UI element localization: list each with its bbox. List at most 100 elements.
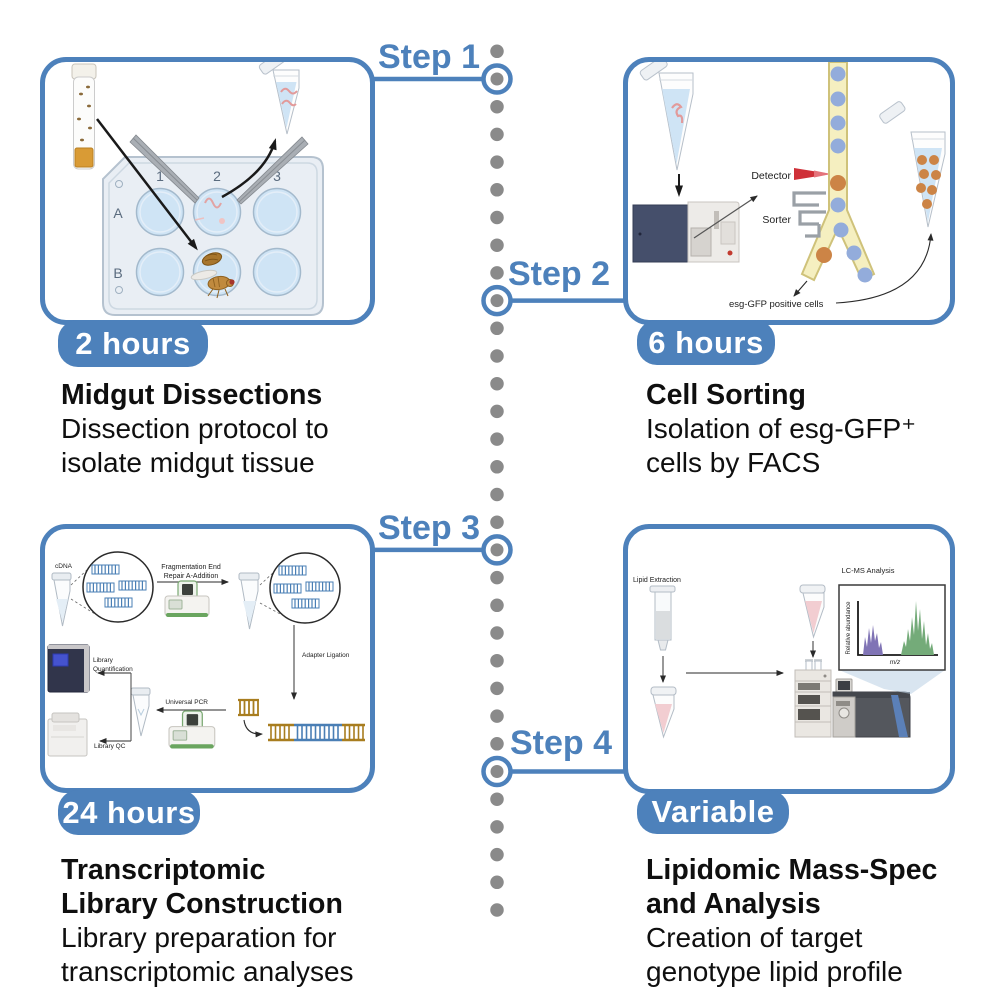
bracket-lines [97, 670, 132, 744]
card-title-line: Lipidomic Mass-Spec [646, 854, 938, 886]
plate-row-label: B [113, 265, 122, 281]
step-1-duration-badge: 2 hours [58, 320, 208, 367]
curve-adapter-to-dna-icon [243, 719, 263, 738]
sorter-electrodes-icon [792, 191, 826, 238]
card-title-line: Midgut Dissections [61, 379, 323, 411]
chart-callout-icon [839, 670, 945, 694]
sample-tube-pink-icon [799, 584, 826, 639]
library-quantification-label: Quantification [93, 666, 133, 673]
midgut-tissue-in-well-icon [194, 197, 225, 224]
library-construction-illustration: cDNA Fragmentation End Repair A-Addition [47, 551, 365, 757]
card-title-line: and Analysis [646, 888, 821, 920]
microtube-icon [258, 62, 300, 135]
card-title-line: Transcriptomic [61, 854, 266, 886]
plate-column-label: 3 [273, 168, 281, 184]
step-3-label: Step 3 [377, 509, 480, 547]
library-tube-icon [130, 687, 151, 737]
step-3-card: cDNA Fragmentation End Repair A-Addition [40, 524, 375, 793]
spe-column-icon [649, 585, 676, 651]
fragmentation-label: Repair A-Addition [164, 573, 219, 580]
midgut-dissection-illustration: 1 2 3 A B [71, 62, 324, 316]
library-qc-label: Library QC [94, 743, 126, 750]
qpcr-machine-icon [47, 644, 90, 693]
adapter-ligation-label: Adapter Ligation [302, 652, 350, 659]
step-node-3 [481, 534, 513, 566]
ms-spectrum-chart: Relative abundance m/z [838, 584, 946, 694]
ligated-dna-icon [268, 723, 365, 742]
card-title-line: Cell Sorting [646, 379, 806, 411]
pointer-line-icon [693, 195, 758, 239]
laser-beam-icon [794, 168, 831, 180]
detector-label: Detector [751, 170, 791, 182]
step-1-caption: Midgut Dissections Dissection protocol t… [61, 378, 329, 480]
lcms-analysis-label: LC-MS Analysis [842, 566, 895, 575]
step-3-caption: Transcriptomic Library Construction Libr… [61, 853, 354, 989]
chart-y-axis-label: Relative abundance [846, 601, 852, 655]
step-2-label: Step 2 [508, 255, 611, 293]
plate-row-label: A [113, 205, 123, 221]
step-3-duration-badge: 24 hours [58, 790, 200, 835]
card-desc-line: Creation of target [646, 922, 863, 953]
step-1-card: 1 2 3 A B [40, 57, 375, 325]
step-4-duration-badge: Variable [637, 790, 789, 834]
green-peaks-icon [901, 601, 934, 655]
forceps-right-icon [236, 136, 309, 205]
step-4-caption: Lipidomic Mass-Spec and Analysis Creatio… [646, 853, 937, 989]
card-desc-line: Dissection protocol to [61, 413, 329, 444]
step-2-duration-badge: 6 hours [637, 320, 775, 365]
step-1-label: Step 1 [377, 38, 480, 76]
thermal-cycler-icon [168, 710, 216, 750]
card-desc-line: transcriptomic analyses [61, 956, 354, 987]
sample-tube-icon [639, 62, 694, 171]
magnifier-callout-lines [259, 569, 283, 616]
universal-pcr-label: Universal PCR [165, 699, 208, 706]
card-desc-line: cells by FACS [646, 447, 821, 478]
lipid-tube-icon [650, 686, 677, 739]
cells-blue-icon [830, 66, 873, 283]
card-desc-line: Library preparation for [61, 922, 337, 953]
arrow-to-positive-cells-icon [793, 280, 808, 297]
six-well-plate-icon: 1 2 3 A B [102, 156, 324, 316]
curve-to-collection-tube-icon [835, 233, 934, 304]
cells-gfp-positive-icon [816, 175, 846, 263]
library-quantification-label: Library [93, 657, 114, 664]
step-node-1 [481, 63, 513, 95]
step-4-card: Lipid Extraction [623, 524, 955, 794]
mass-spec-icon [832, 678, 911, 738]
lipidomics-illustration: Lipid Extraction [633, 566, 946, 739]
step-4-label: Step 4 [510, 724, 613, 762]
cdna-label: cDNA [55, 563, 73, 570]
step-node-2 [481, 284, 513, 317]
chart-x-axis-label: m/z [890, 659, 901, 666]
card-desc-line: isolate midgut tissue [61, 447, 315, 478]
collection-tube-icon [879, 101, 946, 228]
autosampler-vials-icon [805, 659, 822, 671]
hplc-stack-icon [794, 669, 832, 738]
fly-and-pupa-icon [190, 252, 235, 299]
purple-peaks-icon [863, 625, 883, 655]
sorter-label: Sorter [762, 214, 791, 226]
step-2-caption: Cell Sorting Isolation of esg-GFP⁺ cells… [646, 378, 916, 480]
plate-column-label: 1 [156, 168, 164, 184]
forceps-left-icon [129, 134, 200, 204]
magnifier-callout-lines [70, 567, 96, 615]
card-title-line: Library Construction [61, 888, 343, 920]
thermal-cycler-icon [164, 580, 210, 618]
fly-vial-icon [71, 63, 97, 170]
step-2-card: Detector Sorter esg-GFP positive cell [623, 57, 955, 325]
plate-column-label: 2 [213, 168, 221, 184]
arrow-vial-to-well-icon [96, 118, 198, 251]
qc-machine-icon [47, 712, 88, 757]
arrow-well-to-tube-icon [221, 138, 277, 199]
card-desc-line: genotype lipid profile [646, 956, 903, 987]
card-desc-line: Isolation of esg-GFP⁺ [646, 413, 917, 444]
fragmented-tube-icon [238, 572, 260, 630]
step-node-4 [481, 755, 513, 788]
positive-cells-label: esg-GFP positive cells [729, 299, 824, 310]
fragmentation-label: Fragmentation End [161, 564, 221, 571]
cell-sorting-illustration: Detector Sorter esg-GFP positive cell [632, 62, 946, 310]
cdna-tube-icon [51, 572, 72, 627]
adapter-icon [238, 698, 259, 717]
